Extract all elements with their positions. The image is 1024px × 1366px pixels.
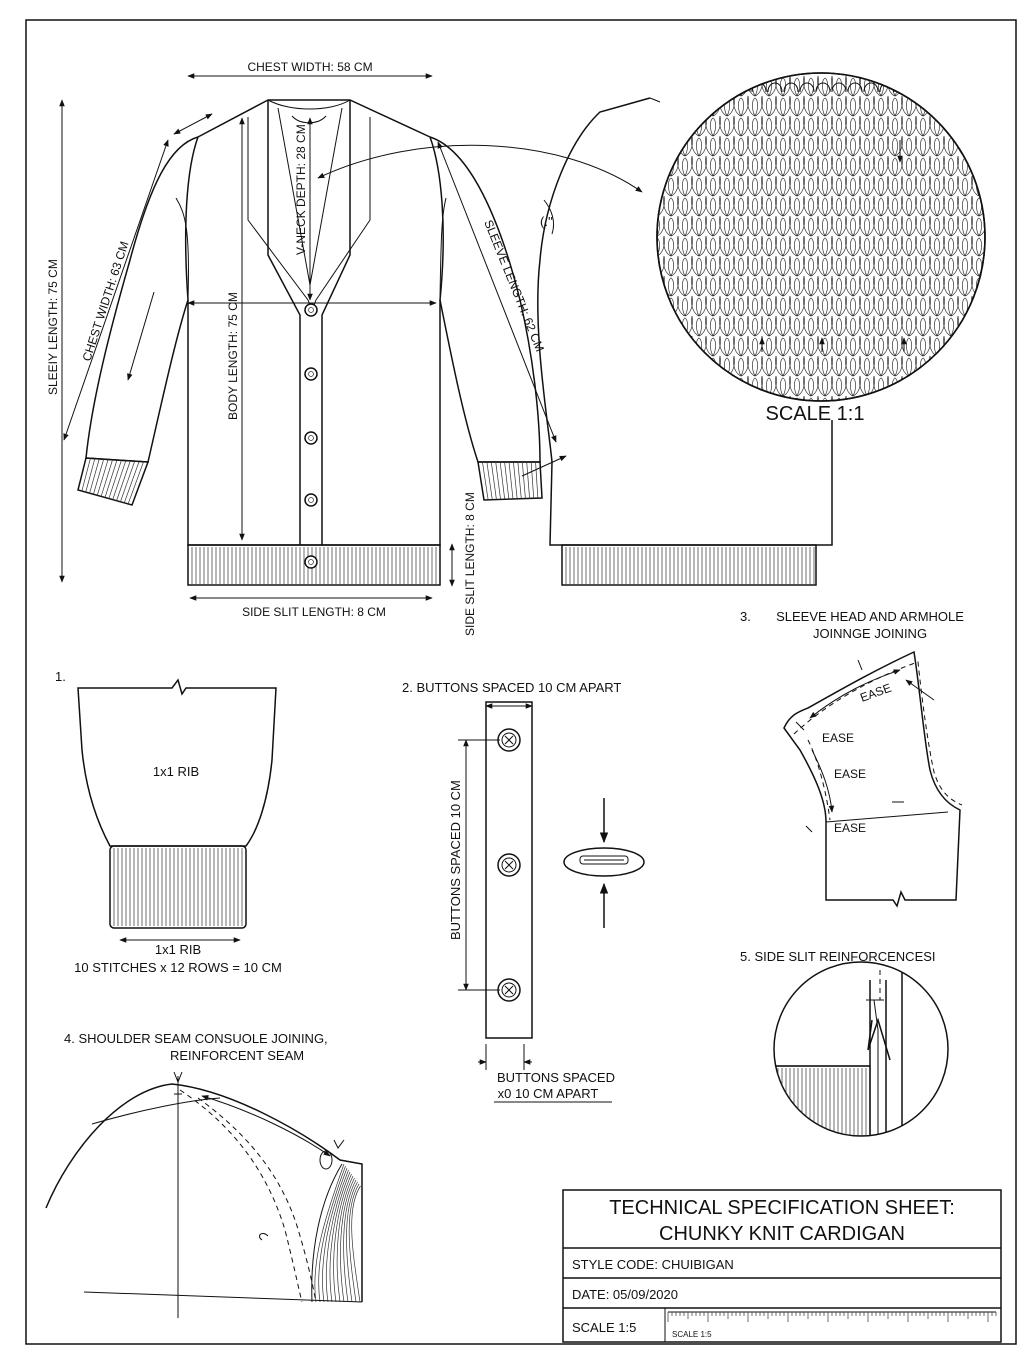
back-label-mark: (.'' [540, 214, 553, 229]
detail-1-gauge: 10 STITCHES x 12 ROWS = 10 CM [74, 960, 282, 975]
detail-5-side-slit: 5. SIDE SLIT REINFORCENCESI [740, 949, 949, 1137]
detail-2-buttons: 2. BUTTONS SPACED 10 CM APART BUTTONS SP… [402, 680, 645, 1103]
chest-width-side-label: CHEST WIDTH: 63 CM [80, 240, 132, 363]
scale-ruler [667, 1311, 997, 1322]
detail-2-bottom-label-line1: BUTTONS SPACED [497, 1070, 615, 1085]
page-border [25, 19, 1017, 1345]
swatch-callout-arrow [317, 144, 643, 193]
front-buttons [304, 303, 318, 569]
cuff-rib-left [81, 458, 144, 505]
ease-label-3: EASE [834, 767, 866, 781]
back-hem-rib-lines [565, 547, 815, 584]
detail-1-cuff-rib [113, 848, 243, 926]
ruler-scale-label: SCALE 1:5 [672, 1330, 712, 1339]
title-block: TECHNICAL SPECIFICATION SHEET: CHUNKY KN… [562, 1189, 1002, 1343]
title-block-scale: SCALE 1:5 [572, 1320, 636, 1335]
detail-1-rib-label: 1x1 RIB [153, 764, 199, 779]
detail-4-title-line2: REINFORCENT SEAM [170, 1048, 304, 1063]
detail-3-sleeve-head: 3. SLEEVE HEAD AND ARMHOLE JOINNGE JOINI… [740, 609, 964, 908]
detail-2-vertical-label: BUTTONS SPACED 10 CM [448, 780, 463, 940]
detail-3-title-line1: SLEEVE HEAD AND ARMHOLE [776, 609, 964, 624]
ease-label-2: EASE [822, 731, 854, 745]
cuff-rib-right [482, 461, 539, 500]
detail-2-placket-buttons [497, 728, 521, 1002]
detail-2-title: 2. BUTTONS SPACED 10 CM APART [402, 680, 621, 695]
detail-3-title-line2: JOINNGE JOINING [813, 626, 927, 641]
knit-swatch-detail: SCALE 1:1 [656, 72, 986, 425]
sleeve-length-left-label: SLEEIY LENGTH: 75 CM [46, 259, 60, 395]
detail-1-number: 1. [55, 669, 66, 684]
detail-2-bottom-label-line2: x0 10 CM APART [498, 1086, 599, 1101]
detail-5-title: 5. SIDE SLIT REINFORCENCESI [740, 949, 936, 964]
body-length-label: BODY LENGTH: 75 CM [226, 292, 240, 420]
detail-4-shoulder-seam: 4. SHOULDER SEAM CONSUOLE JOINING, REINF… [45, 1031, 363, 1318]
front-dimensions: CHEST WIDTH: 58 CM V-NECK DEPTH: 28 CM B… [46, 60, 567, 636]
ease-label-4: EASE [834, 821, 866, 835]
v-neck-depth-label: V-NECK DEPTH: 28 CM [294, 124, 308, 255]
side-slit-vertical-label: SIDE SLIT LENGTH: 8 CM [463, 492, 477, 636]
sleeve-length-right-label: SLEEVE LENGTH: 62 CM [481, 218, 547, 354]
detail-1-sleeve-rib: 1. 1x1 RIB 1x1 RIB 10 STITCHES x 12 ROWS… [55, 669, 282, 975]
front-view-cardigan [77, 99, 543, 586]
detail-4-title-line1: 4. SHOULDER SEAM CONSUOLE JOINING, [64, 1031, 328, 1046]
back-view-cardigan: (.'' [537, 97, 833, 586]
title-block-date: DATE: 05/09/2020 [572, 1287, 678, 1302]
detail-3-number: 3. [740, 609, 751, 624]
side-slit-bottom-label: SIDE SLIT LENGTH: 8 CM [242, 605, 386, 619]
hem-rib-lines [191, 547, 437, 584]
button-side-view [563, 847, 645, 877]
detail-1-cuff-label: 1x1 RIB [155, 942, 201, 957]
detail-4-rib-lines [314, 1163, 361, 1303]
chest-width-top-label: CHEST WIDTH: 58 CM [247, 60, 372, 74]
title-block-title-line1: TECHNICAL SPECIFICATION SHEET: [609, 1197, 955, 1219]
title-block-title-line2: CHUNKY KNIT CARDIGAN [659, 1223, 905, 1245]
title-block-style-code: STYLE CODE: CHUIBIGAN [572, 1257, 734, 1272]
swatch-scale-label: SCALE 1:1 [766, 403, 865, 425]
